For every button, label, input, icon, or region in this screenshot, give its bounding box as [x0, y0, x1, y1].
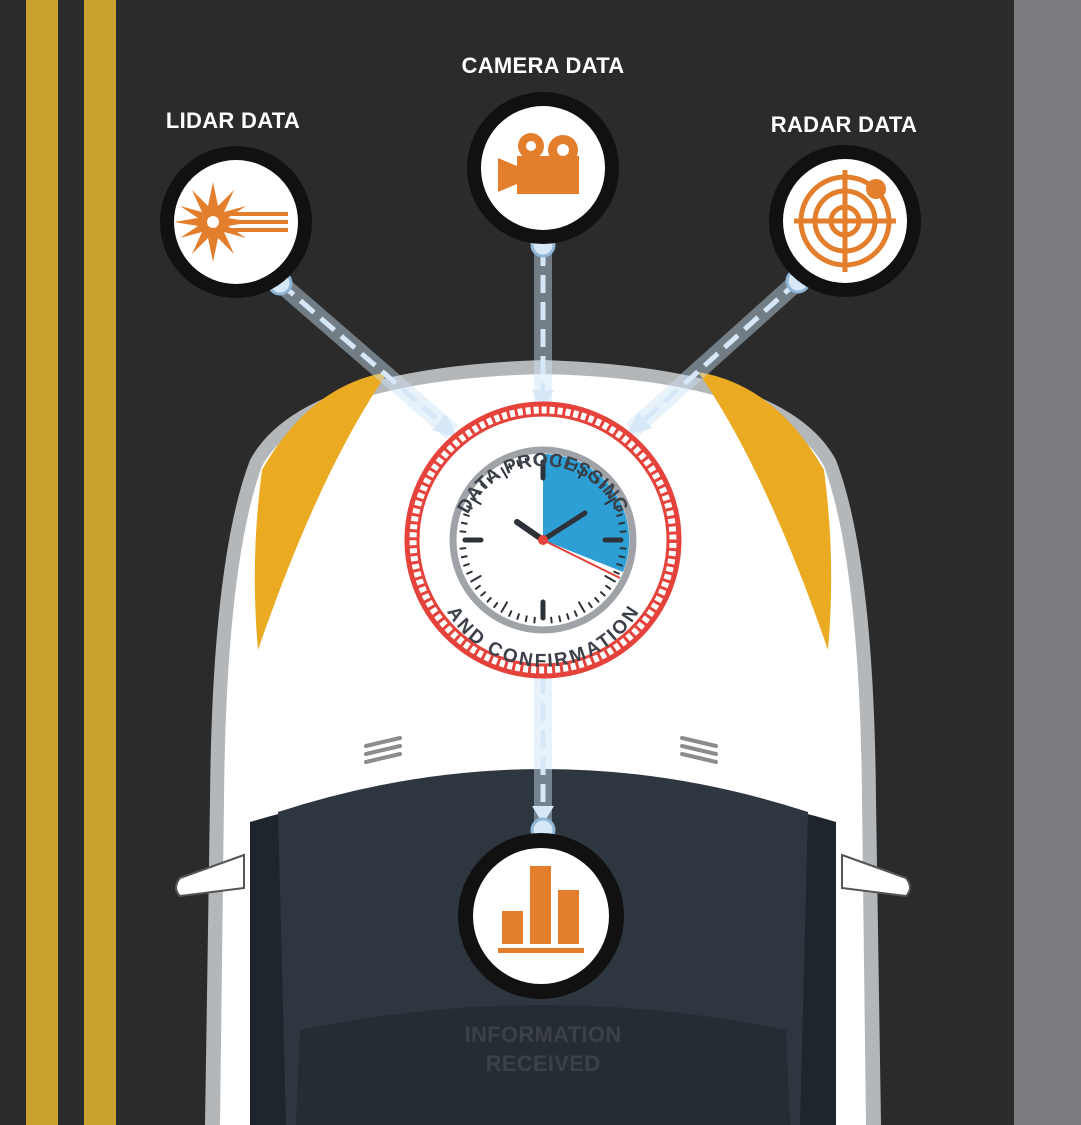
clock-minor-tick	[550, 456, 553, 464]
lane-line-yellow-left	[26, 0, 58, 1125]
clock-minor-tick	[613, 505, 620, 510]
clock-minor-tick	[470, 575, 482, 583]
clock-minor-tick	[460, 555, 468, 559]
clock-minor-tick	[594, 596, 600, 603]
clock-minor-tick	[524, 615, 528, 623]
lidar-burst-icon	[174, 182, 288, 262]
clock-minor-tick	[550, 616, 553, 624]
road-shoulder	[1014, 0, 1081, 1125]
arrow-processing-to-output	[530, 672, 556, 843]
clock-minor-tick	[573, 463, 578, 470]
clock-minor-tick	[480, 591, 487, 597]
clock-minor-tick	[500, 467, 508, 479]
clock-minor-tick	[474, 584, 481, 590]
clock-minor-tick	[466, 505, 473, 510]
clock-second-hand	[542, 539, 621, 579]
clock-minor-tick	[533, 616, 536, 624]
processing-node: DATA PROCESSING AND CONFIRMATION	[404, 401, 682, 679]
clock-minor-tick	[594, 477, 600, 484]
wiper-vent-left	[364, 736, 402, 764]
clock-minor-tick	[618, 555, 626, 559]
clock-minor-tick	[516, 460, 520, 467]
clock-minor-tick	[486, 596, 492, 603]
clock-minor-tick	[558, 457, 562, 465]
side-mirror-right	[841, 853, 911, 898]
clock-minor-tick	[616, 513, 623, 517]
clock-minor-tick	[599, 483, 606, 489]
clock-minor-tick	[466, 570, 473, 575]
bar-chart-icon	[498, 866, 584, 953]
clock-minor-tick	[616, 563, 623, 567]
clock-minor-tick	[474, 490, 481, 496]
clock-minor-tick	[460, 521, 468, 525]
clock-minor-tick	[493, 602, 499, 609]
clock-minor-tick	[619, 530, 627, 533]
clock-minor-tick	[566, 460, 570, 467]
clock-icon	[449, 446, 637, 634]
clock-minor-tick	[524, 457, 528, 465]
output-node	[458, 833, 624, 999]
clock-minor-tick	[619, 547, 627, 550]
arrow-camera-to-processing	[530, 232, 556, 410]
output-label: INFORMATION RECEIVED	[436, 1020, 650, 1078]
output-label-line2: RECEIVED	[485, 1051, 601, 1076]
clock-minor-tick	[578, 601, 586, 613]
clock-minor-tick	[470, 497, 482, 505]
clock-minor-tick	[618, 521, 626, 525]
clock-minor-tick	[480, 483, 487, 489]
clock-minor-tick	[558, 615, 562, 623]
radar-node	[769, 145, 921, 297]
clock-minor-tick	[463, 563, 470, 567]
clock-minor-tick	[566, 613, 570, 620]
radar-target-icon	[794, 170, 896, 272]
clock-minute-hand	[540, 510, 588, 543]
clock-minor-tick	[599, 591, 606, 597]
headlight-right	[698, 372, 832, 650]
video-camera-icon	[498, 133, 579, 194]
clock-minor-tick	[604, 575, 616, 583]
side-mirror-left	[175, 853, 245, 898]
clock-minor-tick	[500, 601, 508, 613]
clock-minor-tick	[613, 570, 620, 575]
lane-line-yellow-right	[84, 0, 116, 1125]
clock-minor-tick	[587, 602, 593, 609]
output-label-line1: INFORMATION	[464, 1022, 622, 1047]
clock-minor-tick	[573, 610, 578, 617]
clock-minor-tick	[459, 547, 467, 550]
clock-minor-tick	[604, 497, 616, 505]
lidar-node	[160, 146, 312, 298]
camera-label: CAMERA DATA	[461, 53, 625, 78]
radar-label: RADAR DATA	[770, 112, 918, 137]
clock-minor-tick	[605, 584, 612, 590]
clock-minor-tick	[578, 467, 586, 479]
wiper-vent-right	[680, 736, 718, 764]
camera-node	[467, 92, 619, 244]
clock-minor-tick	[508, 463, 513, 470]
clock-minor-tick	[486, 477, 492, 484]
clock-minor-tick	[587, 471, 593, 478]
clock-minor-tick	[508, 610, 513, 617]
clock-hour-hand	[514, 519, 546, 543]
clock-minor-tick	[605, 490, 612, 496]
lidar-label: LIDAR DATA	[165, 108, 301, 133]
clock-minor-tick	[463, 513, 470, 517]
clock-minor-tick	[516, 613, 520, 620]
clock-minor-tick	[459, 530, 467, 533]
headlight-left	[254, 372, 388, 650]
clock-minor-tick	[533, 456, 536, 464]
clock-minor-tick	[493, 471, 499, 478]
